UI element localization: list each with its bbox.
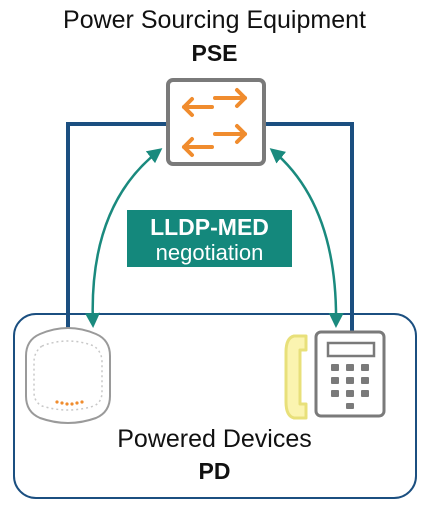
access-point-icon: [25, 327, 111, 424]
pd-title: Powered Devices: [117, 425, 312, 453]
ip-phone-icon: [284, 330, 386, 420]
pd-label: PD: [198, 458, 231, 484]
negotiation-caption: negotiation: [155, 240, 264, 265]
cable-left: [66, 122, 168, 330]
switch-icon: [166, 78, 266, 166]
pse-label: PSE: [191, 40, 238, 66]
pse-title: Power Sourcing Equipment: [63, 6, 366, 34]
pd-enclosure: [13, 313, 417, 499]
negotiation-protocol: LLDP-MED: [150, 214, 269, 240]
negotiation-arrow-right: [269, 148, 344, 328]
negotiation-arrow-left: [85, 148, 163, 328]
cable-right: [264, 122, 354, 334]
negotiation-badge: LLDP-MED negotiation: [127, 210, 292, 267]
